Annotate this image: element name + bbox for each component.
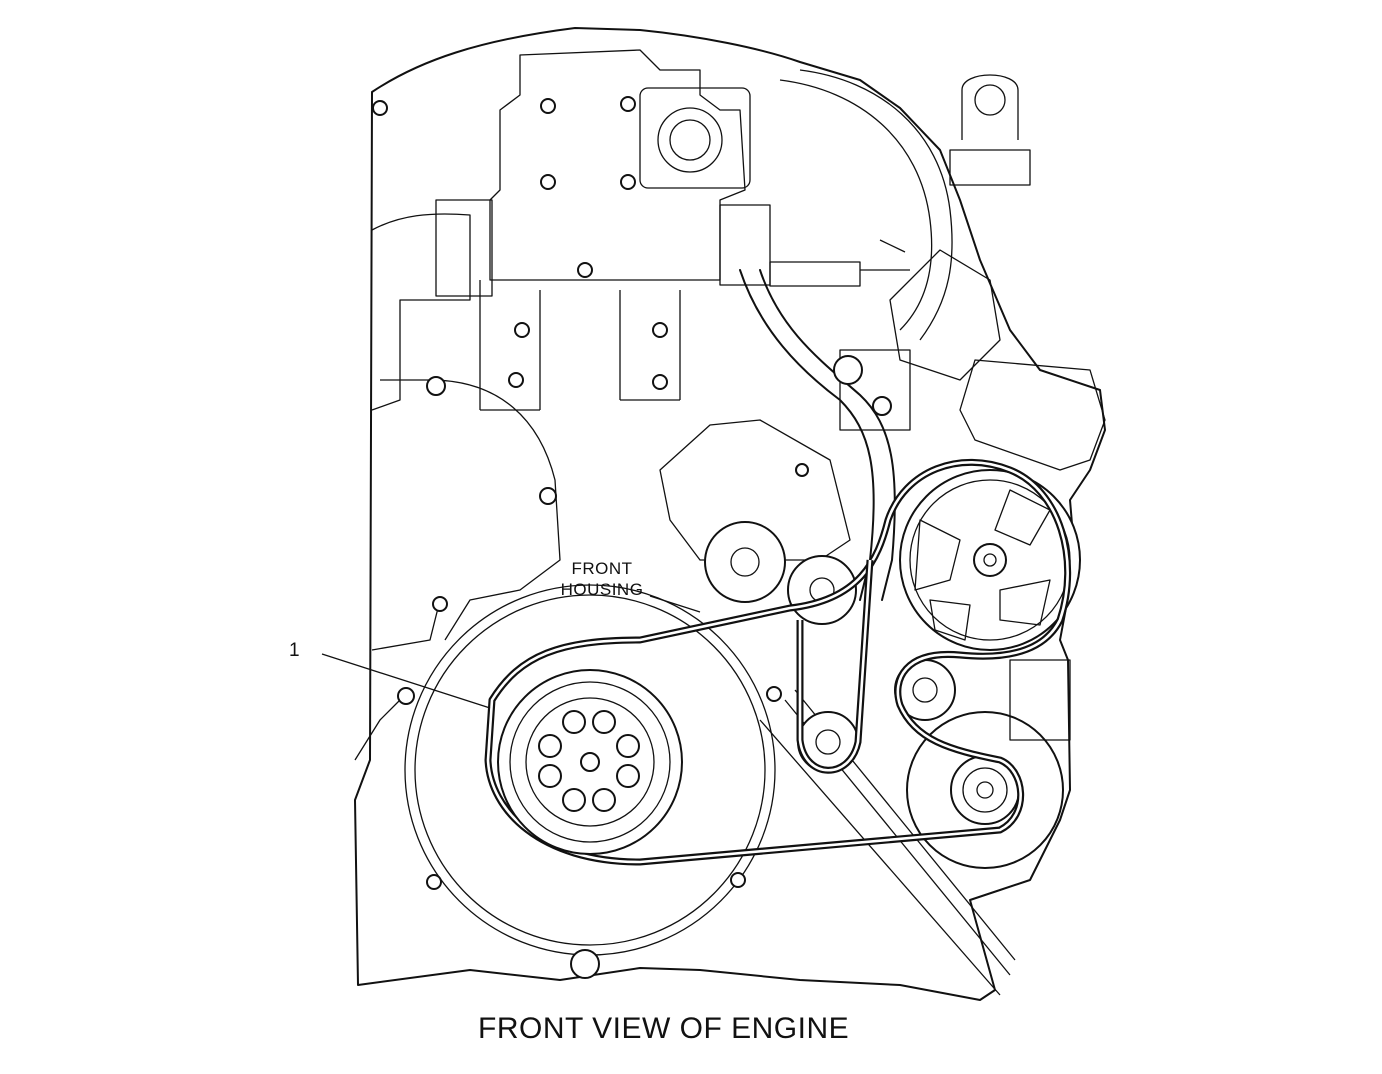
alternator-mount — [1009, 659, 1071, 741]
left-bracket — [435, 199, 493, 297]
crankshaft-damper-hub — [525, 697, 655, 827]
lift-eye — [949, 74, 1031, 186]
throttle-bore — [657, 107, 723, 173]
front-housing-line2: HOUSING — [560, 580, 644, 599]
alternator-pulley-inner — [962, 767, 1008, 813]
alternator-bolt — [976, 781, 994, 799]
fan-mount — [839, 349, 911, 431]
upper-housing — [489, 49, 746, 281]
throttle-bore-inner — [669, 119, 711, 161]
block-left-contour-2 — [380, 379, 561, 641]
front-housing-line1: FRONT — [571, 559, 633, 578]
lower-idler-hub — [815, 729, 841, 755]
housing-bolts — [372, 96, 892, 979]
damper-bolt-pattern — [538, 710, 640, 812]
throttle-plate — [639, 87, 751, 189]
front-housing-leader — [649, 595, 701, 613]
fan-drive-hub — [973, 543, 1007, 577]
harness-wires — [779, 69, 953, 341]
front-housing-label: FRONT HOUSING — [552, 558, 652, 600]
upper-idler-hub — [912, 677, 938, 703]
block-left-contour — [371, 213, 471, 411]
fan-drive-hub-bolt — [983, 553, 997, 567]
ecm-box — [889, 249, 1001, 381]
tensioner-arm-pulley — [704, 521, 786, 603]
callout-1-leader — [321, 653, 491, 709]
mid-bracket — [719, 204, 771, 286]
pump-housing — [959, 359, 1106, 471]
tensioner-arm-hub — [730, 547, 760, 577]
tensioner-bracket — [659, 419, 851, 561]
crankshaft-damper-ring — [509, 681, 671, 843]
serpentine-belt-inner — [486, 461, 1069, 864]
lift-eye-hole — [974, 84, 1006, 116]
manifold-ports — [479, 280, 681, 411]
figure-caption: FRONT VIEW OF ENGINE — [478, 1012, 850, 1045]
fan-drive-spokes — [914, 489, 1051, 641]
callout-1: 1 — [289, 640, 300, 661]
belt-lower-loop-inner — [798, 559, 872, 772]
engine-block-outline — [354, 27, 1106, 1001]
sensor — [769, 239, 910, 287]
front-cover-ring — [414, 594, 766, 946]
block-left-contour-3 — [354, 599, 441, 761]
